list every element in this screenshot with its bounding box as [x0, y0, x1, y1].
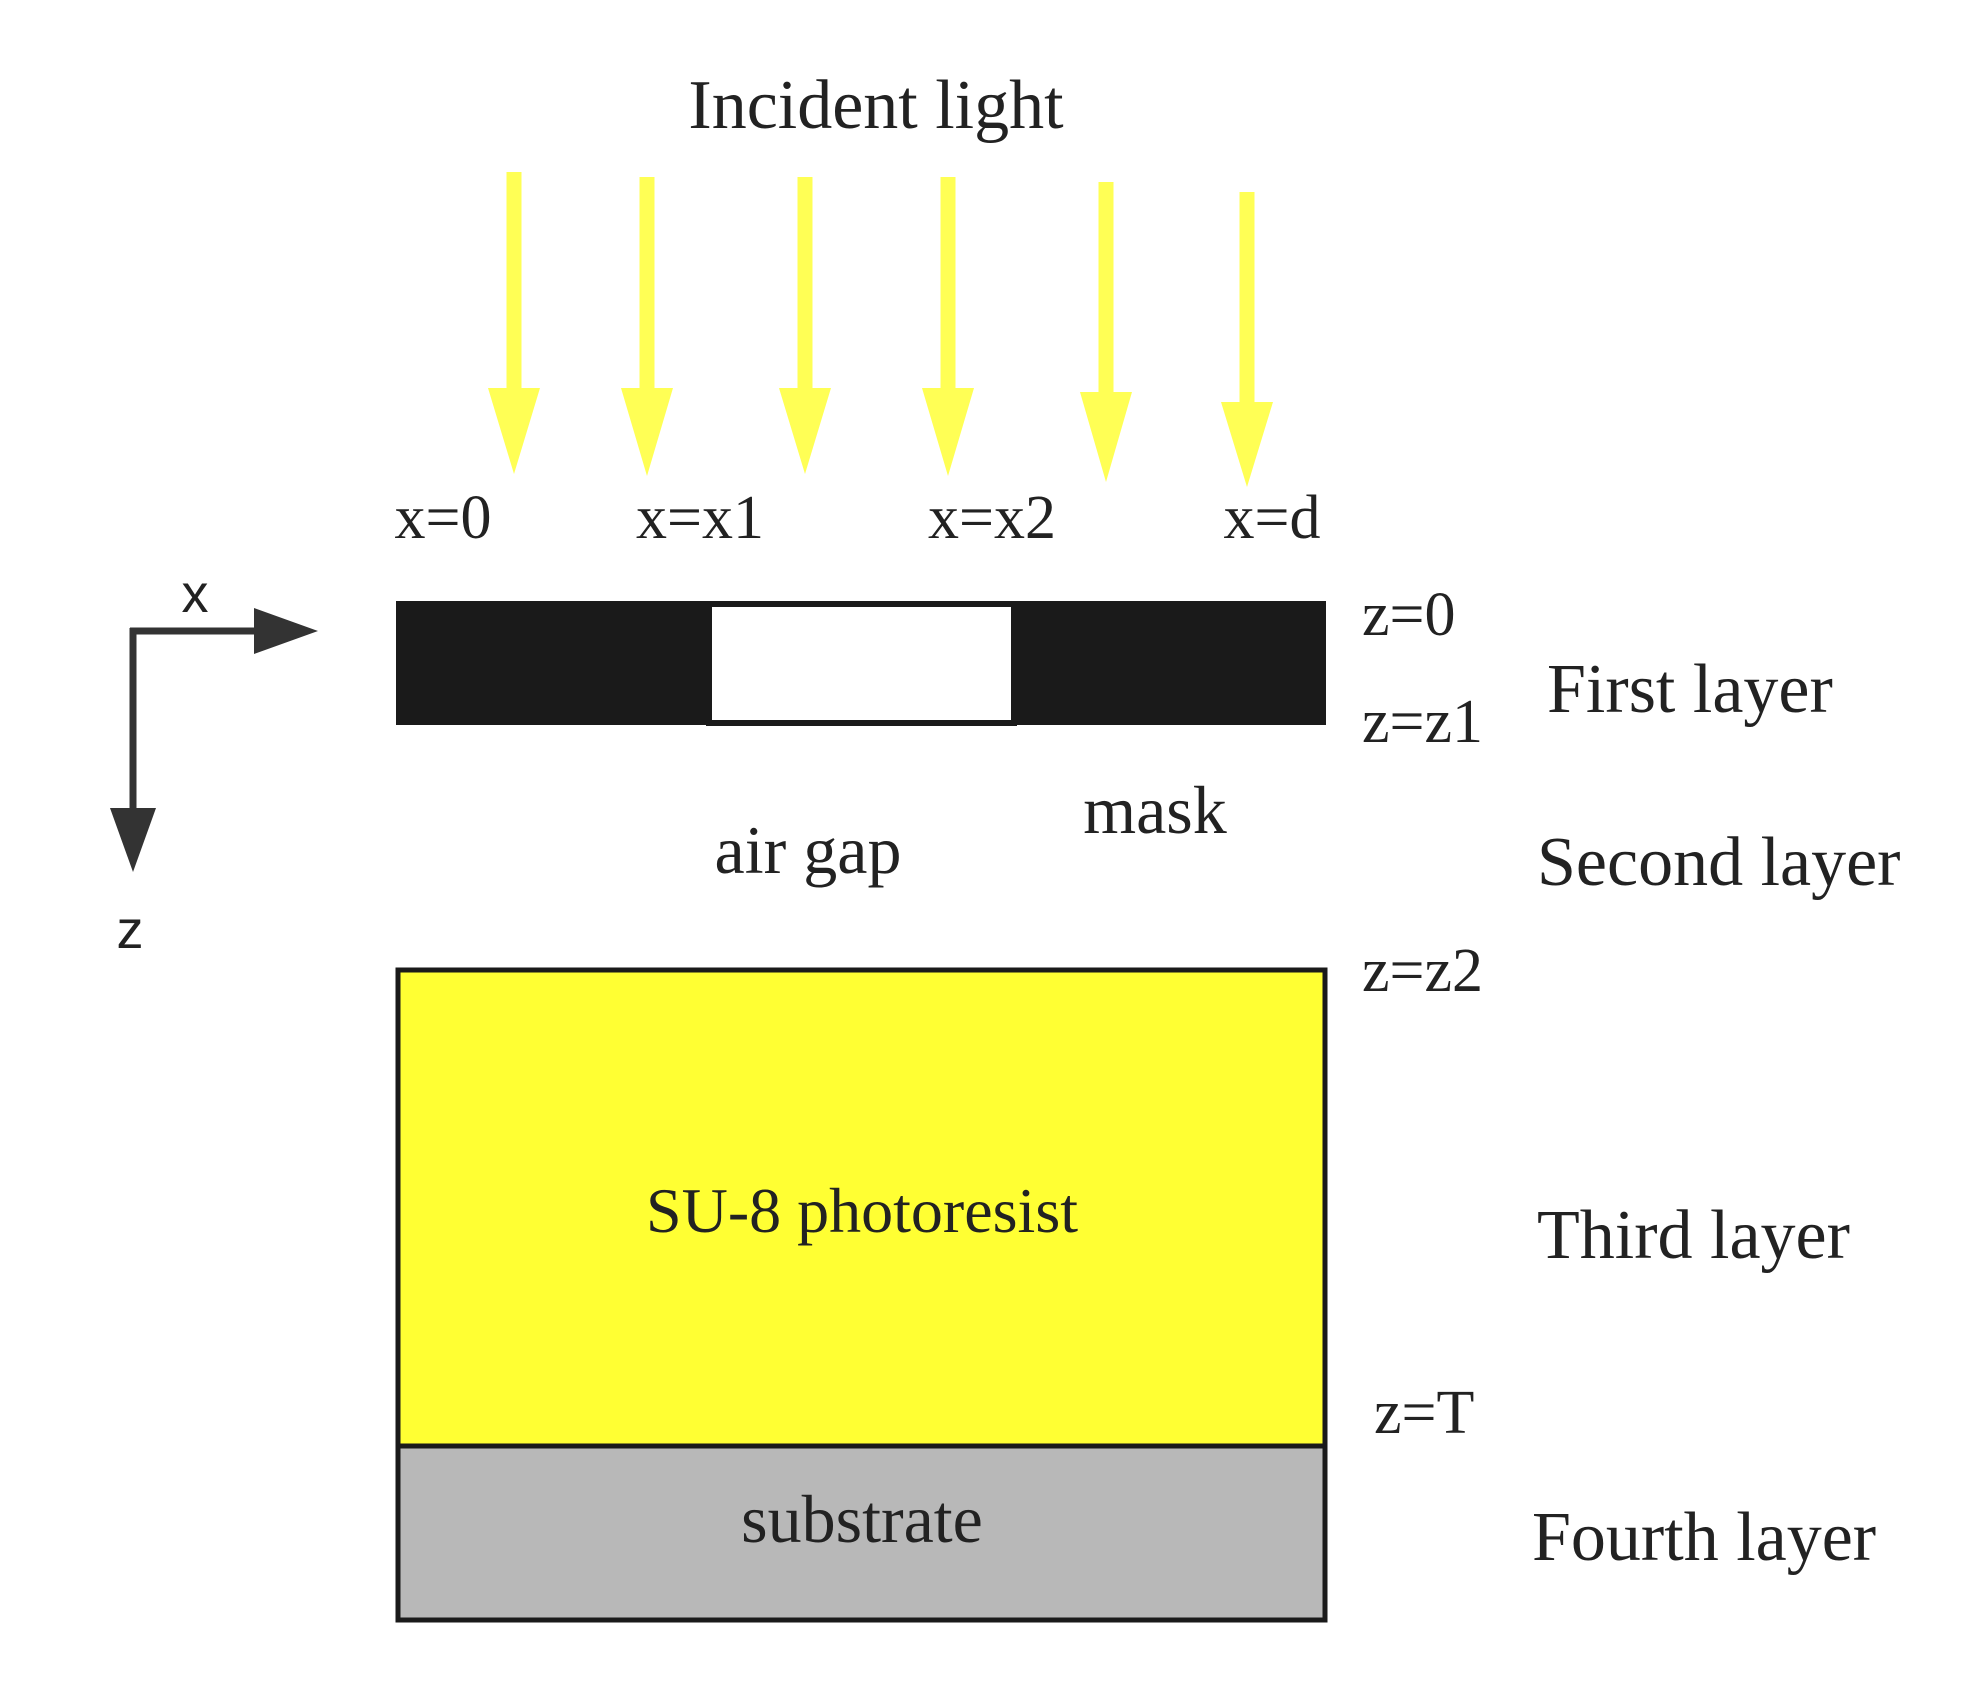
light-arrow: [779, 177, 831, 474]
label-z2: z=z2: [1362, 937, 1483, 1005]
layer-label-third: Third layer: [1537, 1197, 1850, 1274]
mask-layer: [396, 601, 1326, 726]
label-zT: z=T: [1374, 1379, 1474, 1447]
photoresist-layer: [395, 967, 1328, 1449]
light-arrowhead: [488, 388, 540, 474]
air-gap-label: air gap: [715, 812, 902, 888]
substrate-label: substrate: [741, 1481, 983, 1557]
diagram-title: Incident light: [688, 67, 1064, 144]
mask-left-block: [396, 601, 706, 725]
label-xd: x=d: [1224, 484, 1321, 552]
light-arrow: [1080, 182, 1132, 482]
label-x0: x=0: [395, 484, 492, 552]
light-arrow: [1221, 192, 1273, 487]
x-axis-label: x: [182, 564, 209, 624]
light-arrowhead: [1080, 392, 1132, 482]
label-z1: z=z1: [1362, 688, 1483, 756]
layer-label-second: Second layer: [1537, 824, 1900, 901]
z-axis-arrowhead: [110, 808, 156, 872]
mask-opening: [706, 601, 1017, 726]
layer-label-first: First layer: [1547, 651, 1833, 728]
light-arrowhead: [621, 388, 673, 476]
mask-label: mask: [1083, 772, 1227, 848]
light-arrow: [488, 172, 540, 474]
substrate-layer: [395, 1443, 1328, 1623]
mask-right-block: [1014, 601, 1326, 725]
label-z0: z=0: [1362, 581, 1455, 649]
layer-label-fourth: Fourth layer: [1532, 1499, 1876, 1576]
z-axis-label: z: [117, 900, 144, 960]
label-x2: x=x2: [928, 484, 1056, 552]
light-arrowhead: [922, 388, 974, 476]
label-x1: x=x1: [636, 484, 764, 552]
light-arrow: [621, 177, 673, 476]
light-arrowhead: [779, 388, 831, 474]
light-arrowhead: [1221, 402, 1273, 487]
x-axis-arrowhead: [254, 608, 318, 654]
incident-light-arrows: [488, 172, 1273, 487]
light-arrow: [922, 177, 974, 476]
photoresist-label: SU-8 photoresist: [646, 1175, 1078, 1246]
coordinate-axes: x z: [110, 564, 318, 960]
